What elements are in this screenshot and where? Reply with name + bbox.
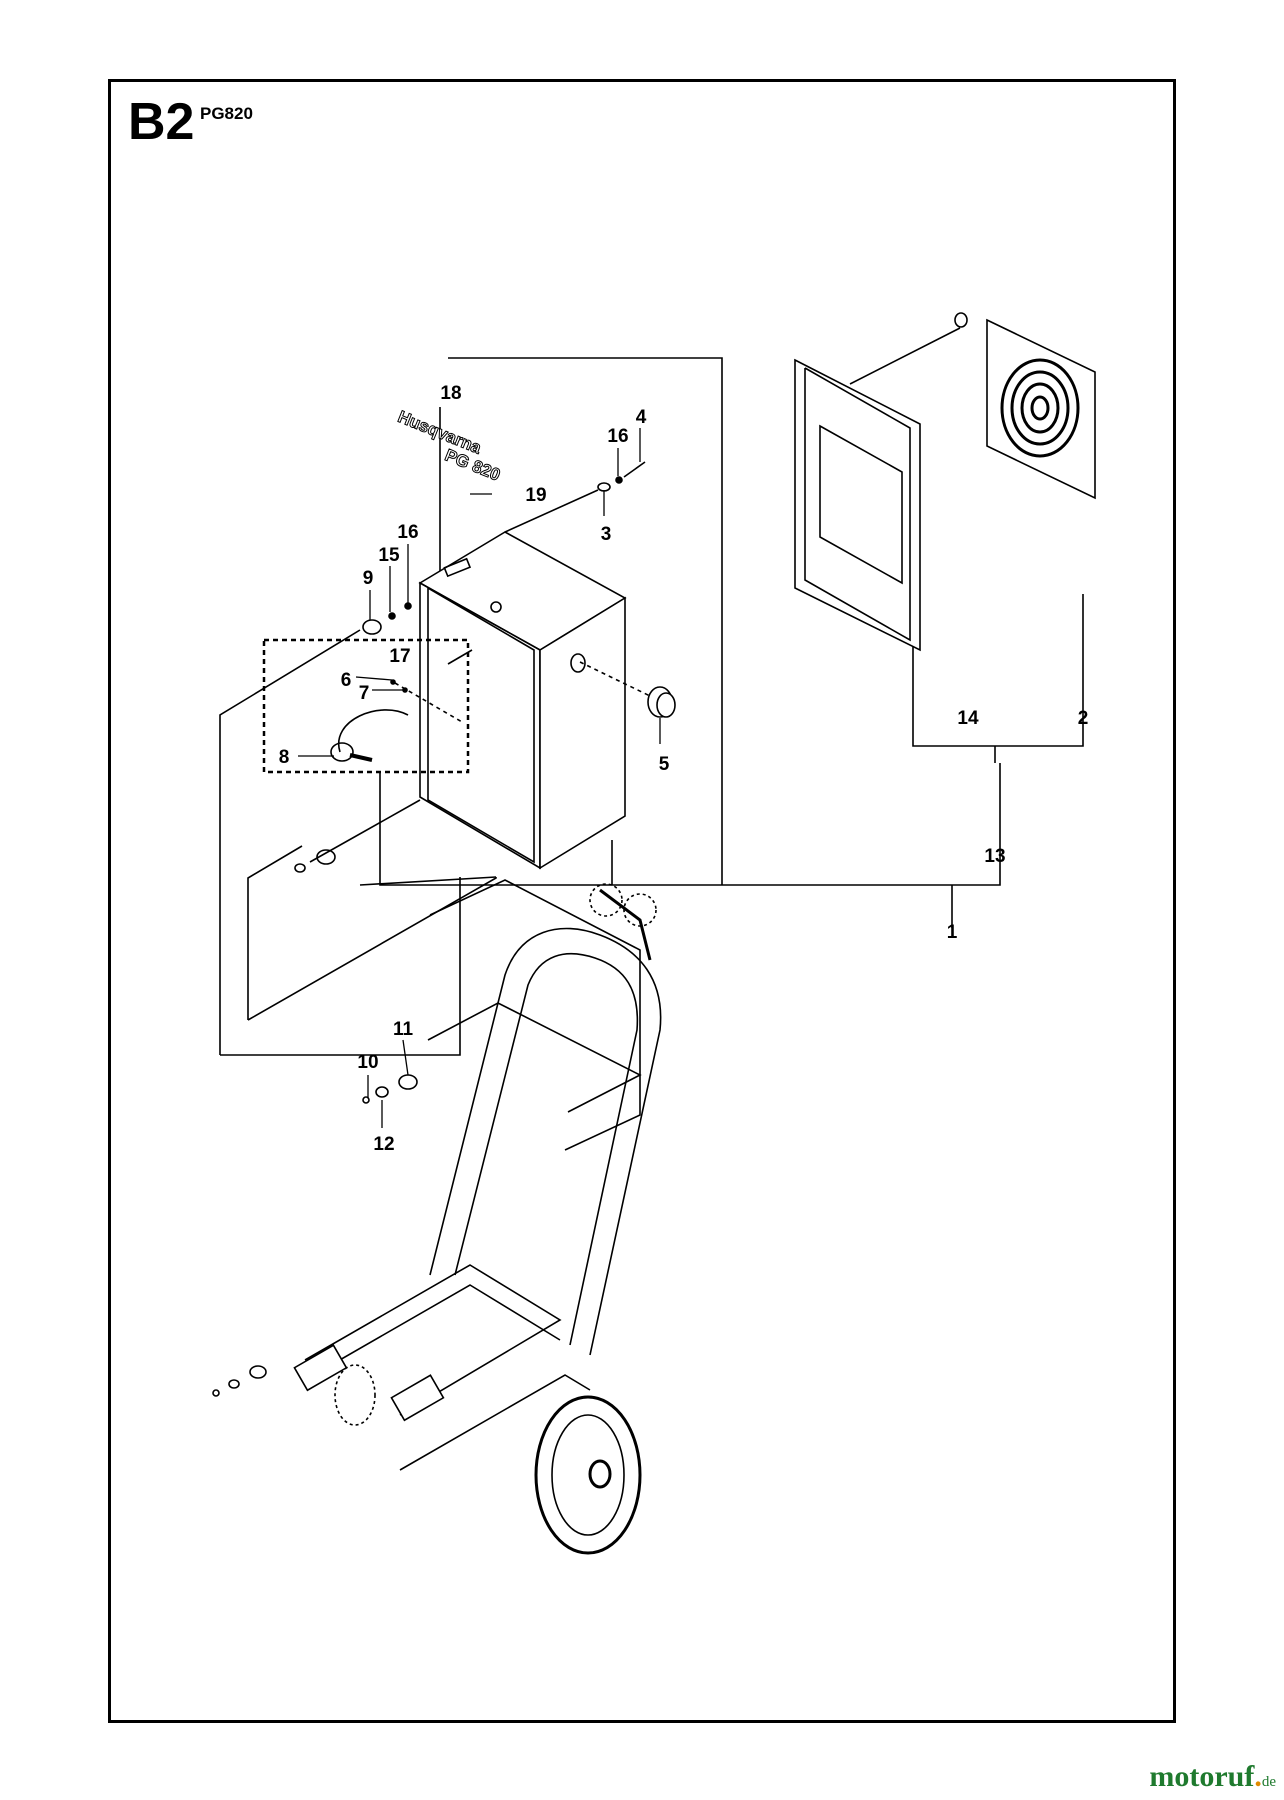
model-code: PG820 xyxy=(200,104,253,123)
callout-11: 11 xyxy=(393,1019,414,1040)
callout-labels: 1 2 3 4 5 6 7 8 9 10 11 12 13 14 15 16 1… xyxy=(279,383,1089,1155)
fan-cover-grille xyxy=(954,312,1096,500)
front-panel-frame xyxy=(794,327,961,652)
screw-washer-set-top xyxy=(504,461,646,533)
callout-7: 7 xyxy=(359,683,370,704)
mounting-plate xyxy=(219,629,497,1056)
trolley-wheel xyxy=(334,1364,642,1555)
callout-18: 18 xyxy=(440,383,461,404)
trolley-frame xyxy=(293,879,662,1471)
section-code: B2 xyxy=(128,93,195,151)
site-watermark: motoruf.de xyxy=(1149,1760,1276,1793)
detail-highlight-box xyxy=(262,638,470,774)
callout-19: 19 xyxy=(525,485,546,506)
callout-2: 2 xyxy=(1078,708,1089,729)
callout-4: 4 xyxy=(636,407,647,428)
callout-17: 17 xyxy=(389,646,410,667)
washer-set-left xyxy=(294,602,421,873)
callout-6: 6 xyxy=(341,670,352,691)
socket-part xyxy=(579,661,676,718)
callout-9: 9 xyxy=(363,568,374,589)
callout-13: 13 xyxy=(984,846,1005,867)
callout-8: 8 xyxy=(279,747,290,768)
callout-15: 15 xyxy=(378,545,400,566)
washer-set-lower xyxy=(212,1074,418,1397)
diagram-frame xyxy=(108,79,1176,1723)
electrical-box xyxy=(418,531,627,870)
callout-10: 10 xyxy=(357,1052,378,1073)
callout-14: 14 xyxy=(957,708,979,729)
callout-leaders xyxy=(298,428,661,1128)
callout-16-left: 16 xyxy=(397,522,418,543)
cable-assembly xyxy=(330,679,463,762)
callout-16-top: 16 xyxy=(607,426,628,447)
callout-1: 1 xyxy=(947,922,958,943)
callout-12: 12 xyxy=(373,1134,394,1155)
callout-5: 5 xyxy=(659,754,670,775)
callout-3: 3 xyxy=(601,524,612,545)
brand-decal: Husqvarna PG 820 xyxy=(395,407,504,486)
